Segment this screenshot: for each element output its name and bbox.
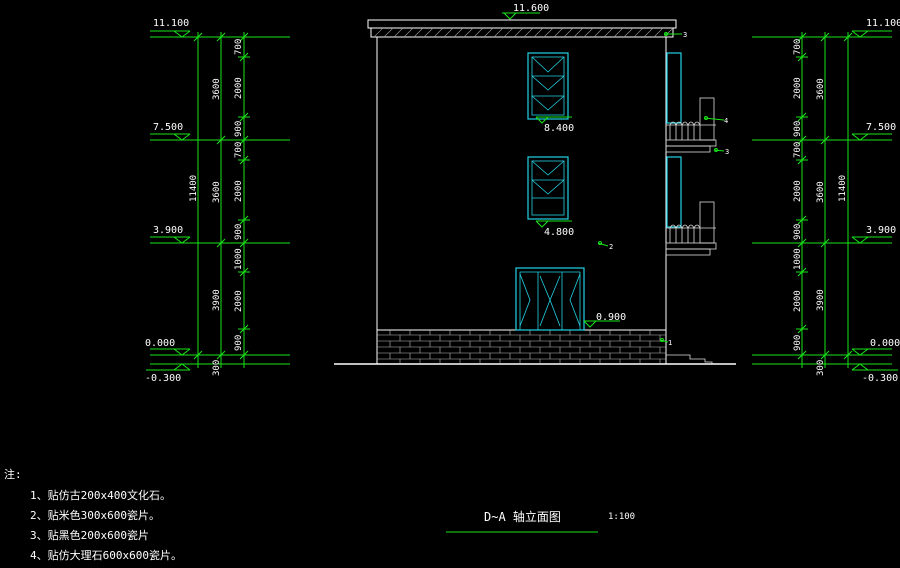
drawing-scale: 1:100: [608, 512, 636, 522]
level-floor2-left: 3.900: [153, 225, 183, 236]
entry-door: [515, 267, 585, 331]
material-callouts: [597, 32, 725, 343]
dim-right-base: 300: [816, 360, 826, 376]
callout-roof: 3: [683, 31, 687, 39]
callout-base: 1: [668, 339, 672, 347]
dim-right-floor-b: 3600: [816, 181, 826, 203]
window-lower: [527, 156, 569, 220]
note-item: 4、贴仿大理石600x600瓷片。: [30, 549, 182, 562]
dim-left-inner: 2000: [234, 77, 244, 99]
level-parapet-right: 11.100: [866, 18, 900, 29]
dim-right-inner: 900: [793, 121, 803, 137]
dim-left-base: 300: [212, 360, 222, 376]
level-markers-building: [502, 12, 620, 328]
level-floor2-right: 3.900: [866, 225, 896, 236]
callout-balcony-slab: 3: [725, 148, 729, 156]
dim-right-inner: 2000: [793, 290, 803, 312]
dim-right-inner: 900: [793, 335, 803, 351]
dim-left-inner: 900: [234, 121, 244, 137]
dim-left-inner: 1000: [234, 248, 244, 270]
dim-left-inner: 700: [234, 142, 244, 158]
dim-right-inner: 700: [793, 39, 803, 55]
level-ground-right: 0.000: [870, 338, 900, 349]
dim-left-inner: 900: [234, 335, 244, 351]
level-parapet-left: 11.100: [153, 18, 189, 29]
dim-right-inner: 2000: [793, 180, 803, 202]
dim-left-inner: 2000: [234, 180, 244, 202]
level-floor3-left: 7.500: [153, 122, 183, 133]
dim-right-inner: 900: [793, 224, 803, 240]
level-window-lower: 4.800: [544, 227, 574, 238]
notes-heading: 注:: [4, 468, 22, 481]
right-dimension-chain: [752, 30, 898, 371]
dim-left-floor-c: 3900: [212, 289, 222, 311]
left-dimension-chain: [146, 30, 290, 371]
dim-right-inner: 1000: [793, 248, 803, 270]
note-item: 2、贴米色300x600瓷片。: [30, 509, 160, 522]
dim-right-floor-a: 3600: [816, 78, 826, 100]
dim-left-inner: 2000: [234, 290, 244, 312]
side-balconies: [665, 52, 717, 364]
level-window-upper: 8.400: [544, 123, 574, 134]
level-base-right: -0.300: [862, 373, 898, 384]
dim-left-inner: 700: [234, 39, 244, 55]
level-ground-left: 0.000: [145, 338, 175, 349]
note-item: 1、贴仿古200x400文化石。: [30, 489, 171, 502]
level-door-sill: 0.900: [596, 312, 626, 323]
level-roof-top: 11.600: [513, 3, 549, 14]
dim-right-inner: 2000: [793, 77, 803, 99]
dim-left-floor-b: 3600: [212, 181, 222, 203]
dim-right-total: 11400: [838, 175, 848, 202]
level-floor3-right: 7.500: [866, 122, 896, 133]
drawing-title: D~A 轴立面图: [484, 510, 561, 524]
building-elevation: [334, 19, 736, 365]
dim-left-inner: 900: [234, 224, 244, 240]
dim-left-total: 11400: [189, 175, 199, 202]
callout-wall: 2: [609, 243, 613, 251]
dim-right-floor-c: 3900: [816, 289, 826, 311]
note-item: 3、贴黑色200x600瓷片: [30, 529, 149, 542]
callout-balcony-rail: 4: [724, 117, 728, 125]
dim-left-floor-a: 3600: [212, 78, 222, 100]
dim-right-inner: 700: [793, 142, 803, 158]
window-upper: [527, 52, 569, 120]
level-base-left: -0.300: [145, 373, 181, 384]
